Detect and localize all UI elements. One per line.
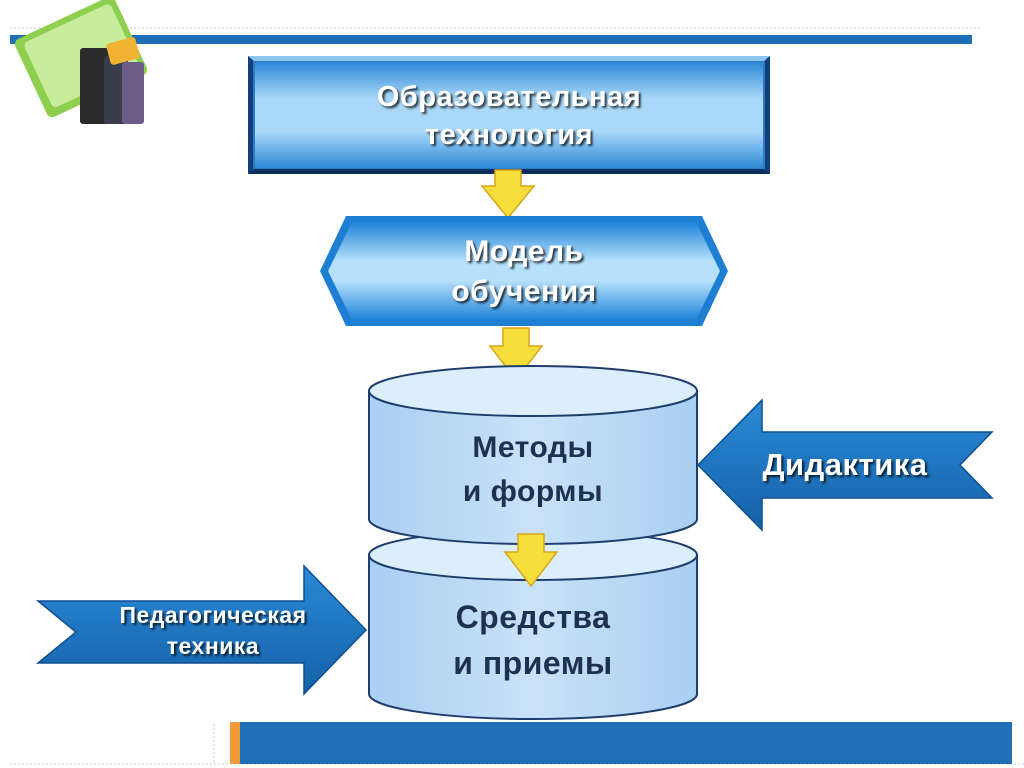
tech-box-line2: технология [424, 119, 594, 151]
model-box-line2: обучения [451, 275, 597, 308]
flow-arrow-3 [503, 533, 559, 588]
model-box-label: Модель обучения [352, 232, 696, 312]
technique-line1: Педагогическая [119, 602, 307, 628]
tech-box-label: Образовательная технология [254, 78, 764, 154]
tools-cylinder-label: Средства и приемы [380, 594, 686, 686]
tech-box-line1: Образовательная [376, 81, 642, 113]
methods-line2: и формы [462, 475, 604, 508]
technique-arrow [35, 564, 368, 696]
bottom-orange-accent [230, 722, 240, 764]
didactics-arrow [696, 398, 994, 532]
methods-cylinder-label: Методы и формы [380, 426, 686, 514]
flow-arrow-1 [480, 169, 536, 220]
tools-line2: и приемы [453, 645, 613, 681]
technique-line2: техника [166, 633, 260, 659]
tools-line1: Средства [455, 599, 611, 635]
methods-line1: Методы [472, 431, 594, 464]
model-box [320, 216, 728, 326]
model-box-line1: Модель [464, 235, 584, 268]
bottom-blue-bar [240, 722, 1012, 764]
methods-cylinder [368, 365, 698, 545]
technique-arrow-label: Педагогическая техника [72, 600, 354, 662]
book-icon [14, 0, 148, 124]
tech-box [248, 56, 770, 174]
flow-arrow-2 [488, 327, 544, 382]
didactics-arrow-label: Дидактика [762, 447, 928, 482]
top-blue-bar [10, 35, 972, 44]
